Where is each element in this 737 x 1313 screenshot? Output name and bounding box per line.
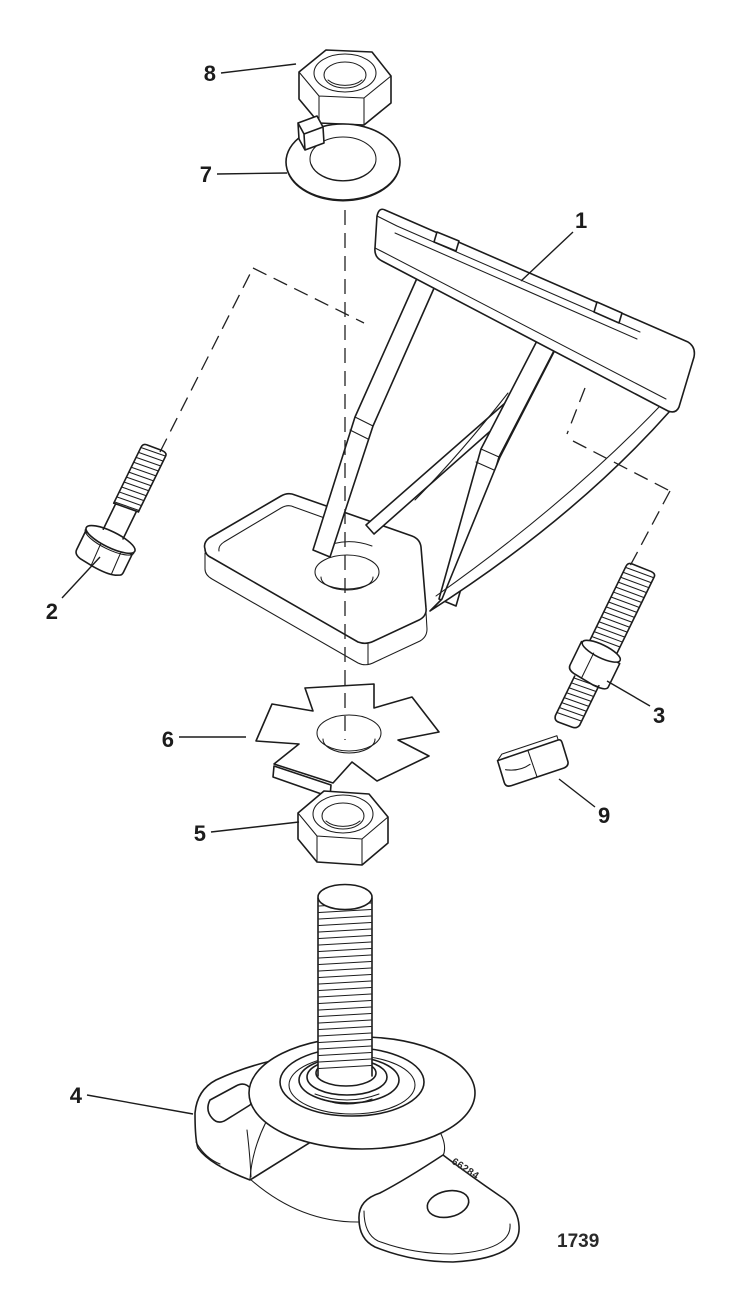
leader-line-7 xyxy=(216,172,288,175)
part-3-stud-drawing xyxy=(554,562,656,729)
bolt-threads xyxy=(113,446,167,512)
tab-washer-outline xyxy=(255,683,440,784)
tab-washer-hole xyxy=(316,714,382,752)
rail-tab xyxy=(433,231,460,252)
part-2-hex-bolt-drawing xyxy=(75,443,167,576)
stud-axis-dashed-line xyxy=(566,387,671,567)
callout-1: 1 xyxy=(575,208,587,233)
bracket-top-rail xyxy=(374,208,696,413)
leader-line-3 xyxy=(606,680,651,707)
callout-3: 3 xyxy=(653,703,665,728)
bolt-head xyxy=(75,530,133,576)
part-1-bracket-drawing xyxy=(203,208,696,666)
gusset-inner-curve xyxy=(435,403,663,597)
detail-line xyxy=(363,1210,511,1255)
detail-line xyxy=(314,1093,380,1105)
detail-line xyxy=(310,163,376,182)
part-4-mount-drawing: 66284 xyxy=(194,883,520,1263)
leader-line-5 xyxy=(210,821,300,833)
detail-line xyxy=(325,820,361,827)
detail-line xyxy=(497,735,559,778)
leader-line-2 xyxy=(61,556,101,599)
bracket-left-leg xyxy=(312,275,436,558)
leader-line-1 xyxy=(520,231,574,282)
detail-line xyxy=(84,528,135,556)
plate-inset-line xyxy=(218,505,334,552)
stud-upper-thread-sides xyxy=(587,562,656,655)
gusset-web-curve xyxy=(414,392,509,501)
plate-hole xyxy=(314,554,380,590)
mount-stud-top xyxy=(317,883,373,911)
detail-line xyxy=(322,738,376,754)
rail-lip-lines xyxy=(374,215,667,400)
part-9-hex-nut-drawing xyxy=(496,735,569,787)
leader-line-8 xyxy=(220,63,297,74)
figure-number: 1739 xyxy=(557,1231,599,1252)
part-6-tab-washer-drawing xyxy=(255,683,440,798)
stud-collar-top xyxy=(581,639,622,663)
bracket-gusset-panel xyxy=(429,345,671,612)
mount-right-ear-hole xyxy=(426,1189,470,1219)
callout-2: 2 xyxy=(46,599,58,624)
detail-line xyxy=(475,448,500,471)
nut-silhouette xyxy=(297,790,389,866)
leader-line-4 xyxy=(86,1094,194,1115)
leader-lines xyxy=(61,63,651,1115)
callout-6: 6 xyxy=(162,727,174,752)
plate-thickness xyxy=(204,552,428,666)
leader-line-9 xyxy=(558,778,596,808)
nut-chamfer-ring xyxy=(312,794,374,834)
stud-upper-threads xyxy=(591,566,655,648)
bolt-shank xyxy=(102,502,140,540)
nut-silhouette xyxy=(496,739,569,787)
callout-8: 8 xyxy=(204,61,216,86)
rail-tab xyxy=(593,301,623,324)
bolt-axis-dashed-line xyxy=(159,267,365,453)
part-7-lock-washer-drawing xyxy=(285,115,401,202)
washer-split-end xyxy=(297,115,325,151)
detail-line xyxy=(297,812,389,866)
part-5-hex-nut-drawing xyxy=(297,790,389,866)
detail-line xyxy=(349,416,374,440)
callout-labels: 8 7 1 2 3 9 6 5 4 1739 xyxy=(46,61,666,1252)
stud-lower-threads xyxy=(556,677,600,722)
detail-line xyxy=(90,542,122,575)
detail-line xyxy=(580,652,595,679)
callout-5: 5 xyxy=(194,821,206,846)
mount-stud-sides xyxy=(317,897,373,1077)
nut-chamfer-ring xyxy=(313,53,377,93)
callout-7: 7 xyxy=(200,162,212,187)
washer-thickness xyxy=(286,169,400,202)
bolt-thread-sides xyxy=(112,443,167,513)
nut-hole xyxy=(321,802,365,830)
callout-9: 9 xyxy=(598,803,610,828)
callout-4: 4 xyxy=(70,1083,83,1108)
part-8-hex-nut-drawing xyxy=(298,49,392,126)
nut-hole xyxy=(323,61,367,89)
bolt-flange xyxy=(85,524,136,555)
detail-line xyxy=(320,576,374,591)
detail-line xyxy=(327,79,363,86)
assembly-axis-lines xyxy=(159,210,671,740)
